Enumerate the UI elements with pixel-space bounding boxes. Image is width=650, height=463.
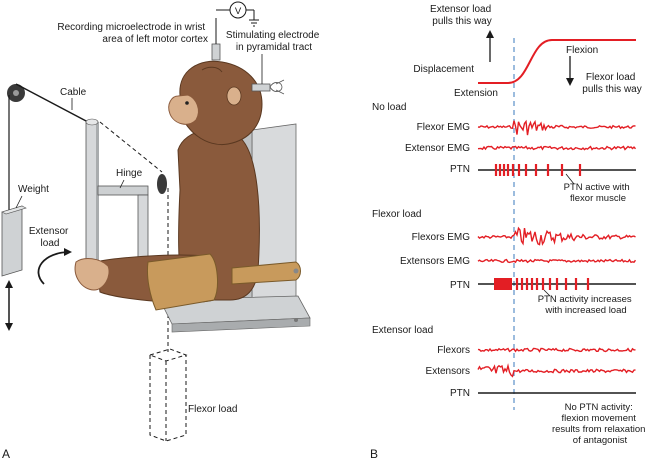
recording-electrode [211,9,259,61]
trace-label: PTN [450,280,470,291]
stimulating-electrode [251,79,285,95]
stimulating-electrode-label: Stimulating electrode in pyramidal tract [226,30,322,53]
forearm-cuff [74,253,301,311]
waveform [477,226,636,246]
condition-note: PTN active with flexor muscle [564,182,633,204]
hinge-bracket [97,174,167,276]
recording-electrode-label: Recording microelectrode in wrist area o… [57,22,208,45]
panel-b-recordings: Extensor load pulls this way Displacemen… [370,4,648,461]
condition-title: No load [372,102,406,113]
weight-label: Weight [18,184,49,195]
displacement-trace [478,39,636,84]
trace-label: Flexor EMG [417,122,471,133]
dashed-guide-1 [99,121,163,173]
voltmeter-icon: V [229,1,247,19]
panel-b-letter: B [370,447,378,461]
trace-label: Extensors EMG [400,256,470,267]
trace-label: Extensors [426,366,470,377]
waveform [477,363,636,378]
condition-note: PTN activity increases with increased lo… [538,294,635,316]
weight-label-pointer [15,195,23,209]
hinge-label-pointer [119,179,125,189]
cable-line [15,83,89,123]
trace-label: Flexors [437,345,470,356]
displacement-label: Displacement [413,64,474,75]
ptn-trace [478,278,636,290]
extensor-load-label: Extensor load [29,226,71,249]
extensor-load-arrow [37,248,72,285]
panel-a-letter: A [2,447,10,461]
waveform [477,119,636,136]
weight-block [1,205,27,277]
emg-trace [477,258,637,264]
waveform [477,347,636,353]
manipulandum-post [85,118,99,283]
emg-trace [477,145,637,151]
note-pointer [543,289,551,297]
condition-title: Extensor load [372,325,433,336]
trace-label: Flexors EMG [412,232,471,243]
hinge-label: Hinge [116,168,143,179]
flexion-label: Flexion [566,45,598,56]
condition-title: Flexor load [372,209,421,220]
trace-label: Extensor EMG [405,143,470,154]
flexor-pull-label: Flexor load pulls this way [582,72,641,95]
condition-extensor-load: Extensor load Flexors Extensors PTN No P… [372,325,648,446]
note-pointer [565,173,575,185]
emg-trace [477,363,636,378]
cable-label: Cable [60,87,87,98]
waveform [477,145,637,151]
flexor-load-label: Flexor load [188,404,237,415]
spike-burst [494,278,512,290]
waveform [477,258,637,264]
emg-trace [477,347,636,353]
voltmeter-symbol: V [235,6,242,17]
flexor-load-box [148,348,188,442]
emg-trace [477,226,636,246]
trace-label: PTN [450,164,470,175]
ptn-trace [478,164,636,176]
trace-label: PTN [450,388,470,399]
extensor-pull-label: Extensor load pulls this way [430,4,494,27]
pulley-icon [7,84,25,102]
panel-a-apparatus: V Recording microelectrode in wrist area… [1,1,322,461]
emg-trace [477,119,636,136]
condition-no-load: No load Flexor EMG Extensor EMG PTN PTN … [372,102,637,204]
condition-flexor-load: Flexor load Flexors EMG Extensors EMG PT… [372,209,637,316]
condition-note: No PTN activity: flexion movement result… [552,402,648,446]
extension-label: Extension [454,88,498,99]
